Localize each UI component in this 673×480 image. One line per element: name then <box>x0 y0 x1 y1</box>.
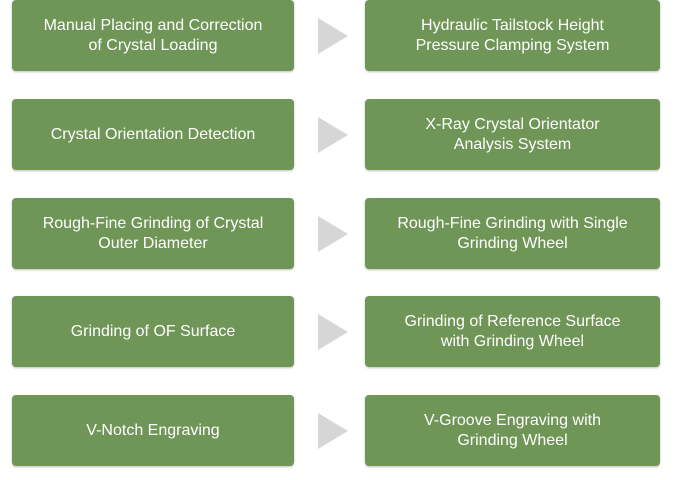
label-line: X-Ray Crystal Orientator <box>425 115 600 133</box>
solution-box-1: Hydraulic Tailstock Height Pressure Clam… <box>365 0 660 71</box>
label-line: Grinding of Reference Surface <box>404 312 621 330</box>
process-box-5: V-Notch Engraving <box>12 395 294 466</box>
solution-box-label: Hydraulic Tailstock Height Pressure Clam… <box>416 16 610 56</box>
label-line: Rough-Fine Grinding of Crystal <box>42 214 264 232</box>
process-box-label: Manual Placing and Correction of Crystal… <box>44 16 263 56</box>
solution-box-4: Grinding of Reference Surface with Grind… <box>365 296 660 367</box>
right-arrow-icon <box>318 117 348 153</box>
process-box-label: Rough-Fine Grinding of Crystal Outer Dia… <box>43 214 264 254</box>
solution-box-2: X-Ray Crystal Orientator Analysis System <box>365 99 660 170</box>
process-box-label: Grinding of OF Surface <box>71 322 236 342</box>
label-line: Outer Diameter <box>98 234 208 252</box>
process-box-2: Crystal Orientation Detection <box>12 99 294 170</box>
right-arrow-icon <box>318 314 348 350</box>
label-line: Analysis System <box>453 135 572 153</box>
label-line: Grinding Wheel <box>457 431 568 449</box>
process-box-1: Manual Placing and Correction of Crystal… <box>12 0 294 71</box>
right-arrow-icon <box>318 18 348 54</box>
label-line: Pressure Clamping System <box>415 36 610 54</box>
solution-box-5: V-Groove Engraving with Grinding Wheel <box>365 395 660 466</box>
solution-box-label: V-Groove Engraving with Grinding Wheel <box>424 411 601 451</box>
process-box-label: Crystal Orientation Detection <box>51 125 256 145</box>
process-box-label: V-Notch Engraving <box>86 421 219 441</box>
right-arrow-icon <box>318 216 348 252</box>
flow-row-1: Manual Placing and Correction of Crystal… <box>0 0 673 71</box>
flow-row-5: V-Notch Engraving V-Groove Engraving wit… <box>0 395 673 466</box>
right-arrow-icon <box>318 413 348 449</box>
flow-row-3: Rough-Fine Grinding of Crystal Outer Dia… <box>0 198 673 269</box>
solution-box-label: Rough-Fine Grinding with Single Grinding… <box>397 214 627 254</box>
solution-box-label: Grinding of Reference Surface with Grind… <box>404 312 620 352</box>
flow-row-2: Crystal Orientation Detection X-Ray Crys… <box>0 99 673 170</box>
label-line: Hydraulic Tailstock Height <box>421 16 604 34</box>
label-line: with Grinding Wheel <box>440 332 585 350</box>
flow-row-4: Grinding of OF Surface Grinding of Refer… <box>0 296 673 367</box>
solution-box-label: X-Ray Crystal Orientator Analysis System <box>425 115 599 155</box>
process-box-4: Grinding of OF Surface <box>12 296 294 367</box>
label-line: of Crystal Loading <box>88 36 218 54</box>
label-line: V-Groove Engraving with <box>424 411 601 429</box>
label-line: Grinding of OF Surface <box>70 322 236 340</box>
label-line: V-Notch Engraving <box>86 421 220 439</box>
label-line: Grinding Wheel <box>457 234 568 252</box>
label-line: Manual Placing and Correction <box>43 16 263 34</box>
solution-box-3: Rough-Fine Grinding with Single Grinding… <box>365 198 660 269</box>
label-line: Rough-Fine Grinding with Single <box>397 214 628 232</box>
label-line: Crystal Orientation Detection <box>50 125 256 143</box>
process-box-3: Rough-Fine Grinding of Crystal Outer Dia… <box>12 198 294 269</box>
